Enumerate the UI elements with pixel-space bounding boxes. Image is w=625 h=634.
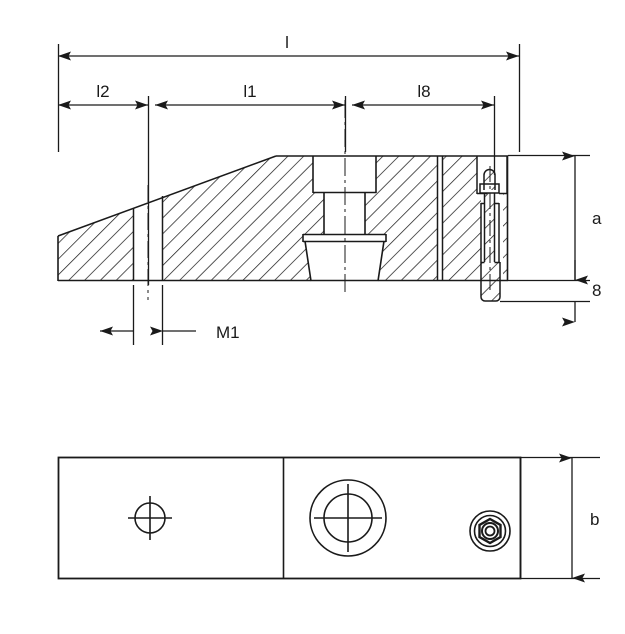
hex-socket-screw	[469, 510, 511, 552]
dimension-8: 8	[500, 260, 601, 327]
small-bore-crosshair	[128, 496, 172, 540]
tapped-hole-M1	[132, 196, 164, 281]
dimension-label-l8: l8	[417, 82, 430, 101]
dimension-label-a: a	[592, 209, 602, 228]
dimension-label-M1: M1	[216, 323, 240, 342]
dimension-l: l	[57, 33, 521, 152]
section-view: l l2 l1 l8 M1	[57, 33, 602, 345]
dimension-b: b	[520, 453, 600, 583]
plan-view-outline	[57, 456, 522, 580]
dimension-M1: M1	[100, 285, 240, 345]
dimension-label-l2: l2	[96, 82, 109, 101]
dimension-label-8: 8	[592, 281, 601, 300]
dimension-l1: l1	[155, 82, 347, 152]
dimension-label-l: l	[285, 33, 289, 52]
counterbore-crosshair	[314, 484, 382, 552]
dimension-label-l1: l1	[243, 82, 256, 101]
dimension-l2: l2	[58, 82, 150, 285]
plan-view: b	[57, 453, 600, 583]
dimension-label-b: b	[590, 510, 599, 529]
dimension-a: a	[508, 151, 602, 285]
dimension-l8: l8	[352, 82, 496, 175]
section-hatching	[58, 156, 508, 280]
body-joint-line	[436, 156, 444, 281]
